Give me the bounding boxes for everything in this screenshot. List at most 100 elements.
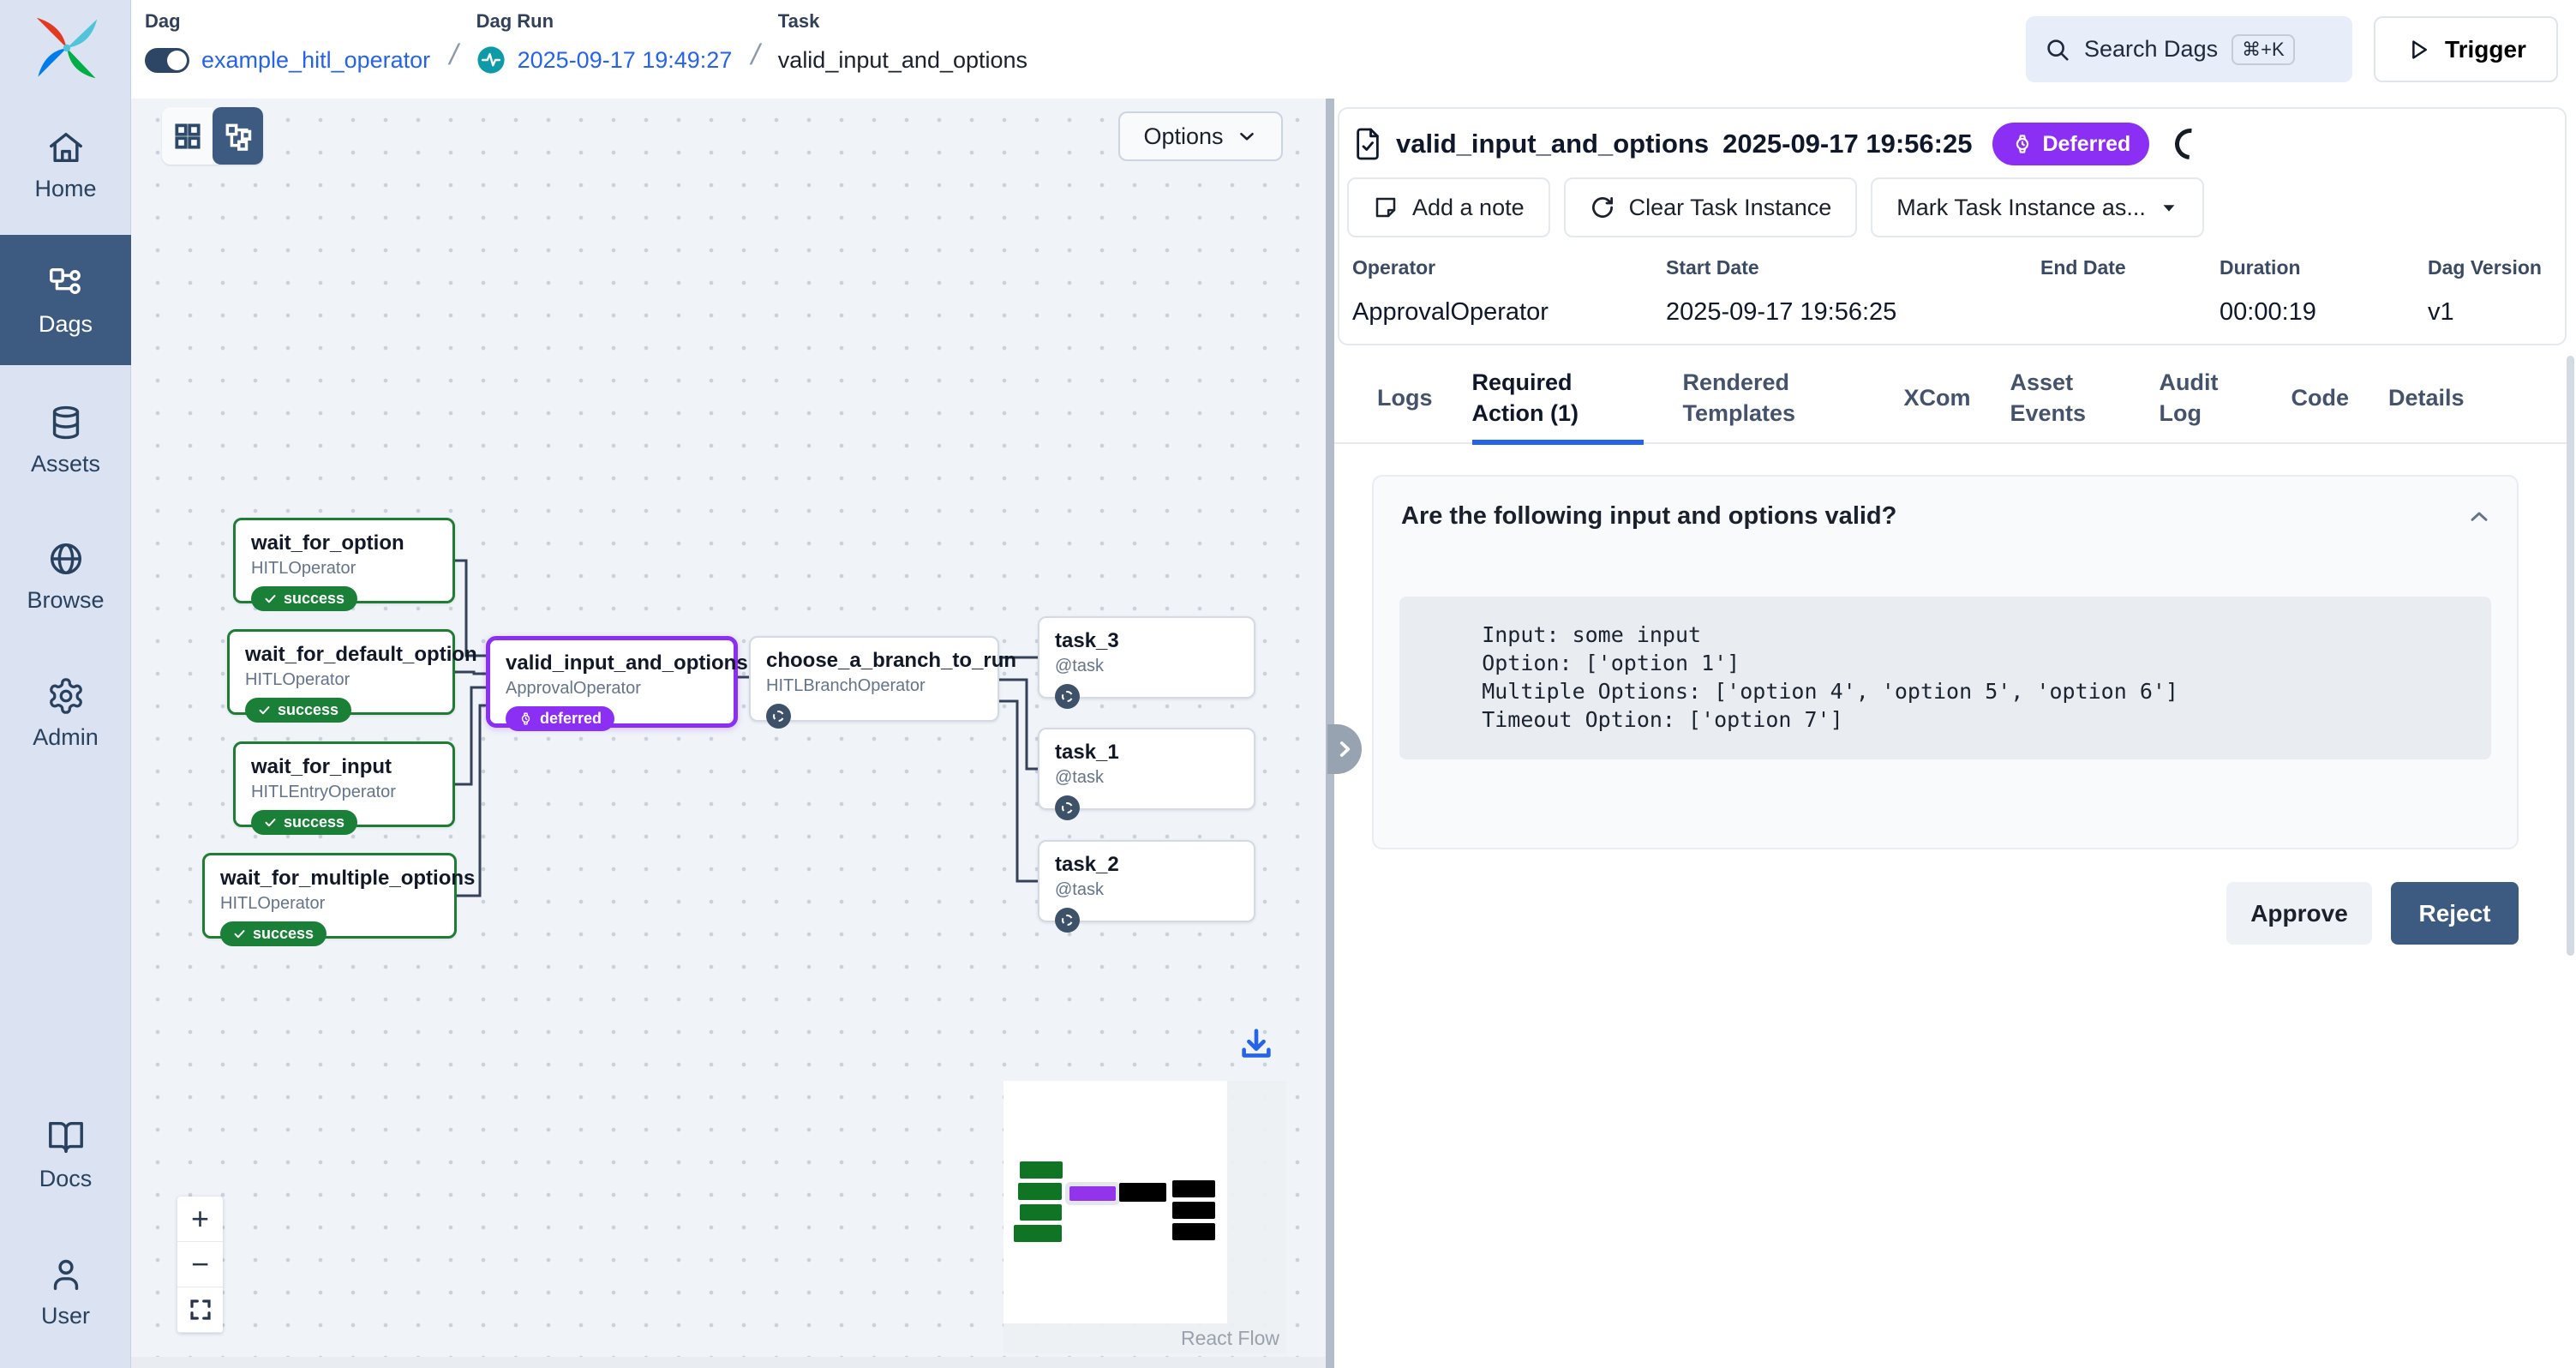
- graph-minimap[interactable]: React Flow: [1003, 1081, 1286, 1353]
- node-operator: HITLOperator: [245, 670, 350, 689]
- fit-view-button[interactable]: [177, 1287, 223, 1333]
- node-title: wait_for_option: [251, 531, 404, 555]
- dag-run-status-icon: [477, 46, 505, 74]
- task-node-task-3[interactable]: task_3 @task: [1038, 616, 1255, 709]
- task-node-task-2[interactable]: task_2 @task: [1038, 840, 1255, 933]
- tab-code[interactable]: Code: [2291, 384, 2350, 411]
- minimap-node: [1172, 1223, 1215, 1240]
- tab-required-action[interactable]: Required Action (1): [1471, 352, 1644, 445]
- node-title: task_2: [1055, 853, 1119, 876]
- dag-pause-toggle[interactable]: [145, 47, 189, 73]
- task-node-wait-for-option[interactable]: wait_for_option HITLOperator success: [233, 518, 455, 611]
- sidebar-item-user[interactable]: User: [0, 1237, 131, 1347]
- minimap-node-selected: [1069, 1186, 1116, 1201]
- node-operator: ApprovalOperator: [506, 679, 641, 698]
- task-node-valid-input-and-options[interactable]: valid_input_and_options ApprovalOperator…: [486, 636, 748, 731]
- graph-scrollbar-track[interactable]: [131, 1357, 1326, 1368]
- check-icon: [265, 595, 276, 603]
- no-status-icon: [1055, 684, 1080, 709]
- search-input[interactable]: Search Dags ⌘+K: [2026, 16, 2352, 82]
- task-instance-timestamp: 2025-09-17 19:56:25: [1722, 129, 1973, 159]
- tab-audit-log[interactable]: Audit Log: [2159, 369, 2219, 426]
- required-action-params: Input: some input Option: ['option 1'] M…: [1399, 597, 2491, 759]
- sidebar-item-label: Docs: [39, 1165, 93, 1191]
- sidebar-item-browse[interactable]: Browse: [0, 520, 131, 632]
- breadcrumb: Dag example_hitl_operator / Dag Run 2025…: [145, 10, 1027, 79]
- no-status-icon: [1055, 908, 1080, 933]
- task-node-task-1[interactable]: task_1 @task: [1038, 728, 1255, 820]
- node-operator: HITLOperator: [251, 559, 356, 578]
- dag-graph-canvas[interactable]: Options wait_for_option HITLOperator suc…: [131, 99, 1326, 1368]
- task-node-wait-for-input[interactable]: wait_for_input HITLEntryOperator success: [233, 741, 455, 835]
- meta-label: Dag Version: [2428, 256, 2542, 279]
- add-note-button[interactable]: Add a note: [1347, 177, 1550, 237]
- mark-task-instance-as-button[interactable]: Mark Task Instance as...: [1871, 177, 2204, 237]
- task-node-wait-for-multiple-options[interactable]: wait_for_multiple_options HITLOperator s…: [202, 853, 475, 946]
- sidebar-item-docs[interactable]: Docs: [0, 1100, 131, 1209]
- redo-icon: [1591, 197, 1613, 218]
- meta-value: v1: [2428, 298, 2454, 326]
- task-title-row: valid_input_and_options 2025-09-17 19:56…: [1353, 122, 2213, 166]
- trigger-button[interactable]: Trigger: [2374, 16, 2558, 82]
- graph-view-button[interactable]: [213, 107, 263, 165]
- tab-details[interactable]: Details: [2388, 384, 2465, 411]
- chevron-right-icon: [1339, 741, 1351, 757]
- minimap-node: [1119, 1183, 1166, 1202]
- status-badge: deferred: [506, 706, 615, 731]
- check-icon: [259, 706, 270, 715]
- home-icon: [49, 132, 82, 163]
- panel-scrollbar-thumb[interactable]: [2567, 356, 2574, 956]
- node-title: wait_for_default_option: [245, 643, 477, 666]
- meta-value: 2025-09-17 19:56:25: [1666, 298, 1897, 326]
- view-toggle: [162, 107, 263, 165]
- approval-actions: Approve Reject: [1334, 882, 2519, 945]
- meta-value: ApprovalOperator: [1352, 298, 1549, 326]
- sidebar-item-assets[interactable]: Assets: [0, 384, 131, 495]
- minimap-node: [1172, 1202, 1215, 1219]
- task-doc-check-icon: [1357, 128, 1379, 160]
- dag-label: Dag: [145, 10, 181, 32]
- meta-label: Operator: [1352, 256, 1436, 279]
- sidebar-item-label: Browse: [27, 586, 105, 613]
- detail-tabs: Logs Required Action (1) Rendered Templa…: [1334, 352, 2573, 445]
- watch-icon: [521, 712, 530, 725]
- zoom-in-button[interactable]: +: [177, 1197, 223, 1242]
- chevron-up-icon[interactable]: [2465, 503, 2493, 531]
- check-icon: [234, 930, 245, 939]
- dag-link[interactable]: example_hitl_operator: [201, 46, 431, 73]
- breadcrumb-separator: /: [748, 39, 764, 71]
- dag-run-link[interactable]: 2025-09-17 19:49:27: [517, 46, 733, 73]
- options-label: Options: [1143, 123, 1224, 149]
- zoom-out-button[interactable]: −: [177, 1242, 223, 1287]
- task-node-choose-a-branch-to-run[interactable]: choose_a_branch_to_run HITLBranchOperato…: [749, 636, 1016, 729]
- meta-label: Start Date: [1666, 256, 1759, 279]
- breadcrumb-separator: /: [446, 39, 462, 71]
- airflow-logo[interactable]: [31, 12, 103, 84]
- sidebar-item-label: Home: [34, 176, 97, 201]
- minimap-node: [1020, 1204, 1062, 1221]
- sidebar-item-home[interactable]: Home: [0, 111, 131, 219]
- download-graph-button[interactable]: [1237, 1024, 1276, 1064]
- sidebar-item-dags[interactable]: Dags: [0, 235, 131, 365]
- graph-options-button[interactable]: Options: [1118, 111, 1283, 161]
- status-badge: success: [220, 921, 327, 946]
- minimap-node: [1014, 1225, 1062, 1242]
- tab-asset-events[interactable]: Asset Events: [2010, 369, 2087, 426]
- tab-logs[interactable]: Logs: [1377, 384, 1433, 411]
- reject-button[interactable]: Reject: [2391, 882, 2519, 945]
- tab-xcom[interactable]: XCom: [1903, 384, 1971, 411]
- task-node-wait-for-default-option[interactable]: wait_for_default_option HITLOperator suc…: [227, 629, 477, 723]
- grid-view-button[interactable]: [162, 107, 213, 165]
- clear-task-instance-button[interactable]: Clear Task Instance: [1563, 177, 1858, 237]
- node-title: task_1: [1055, 741, 1119, 764]
- approve-button[interactable]: Approve: [2226, 882, 2372, 945]
- database-icon: [52, 405, 79, 439]
- top-bar: Dag example_hitl_operator / Dag Run 2025…: [131, 0, 2576, 99]
- tab-rendered-templates[interactable]: Rendered Templates: [1682, 369, 1796, 426]
- sidebar-item-admin[interactable]: Admin: [0, 657, 131, 769]
- deferred-status-badge: Deferred: [1992, 123, 2150, 165]
- task-label: Task: [777, 10, 820, 32]
- minimap-node: [1172, 1180, 1215, 1197]
- search-placeholder: Search Dags: [2084, 36, 2219, 62]
- dag-run-label: Dag Run: [476, 10, 554, 32]
